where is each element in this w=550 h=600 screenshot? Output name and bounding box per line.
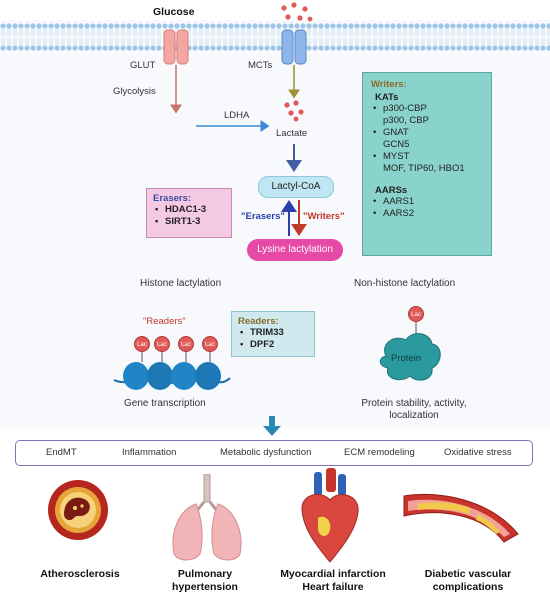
- kat-item: GNAT: [371, 127, 483, 139]
- erasers-title: Erasers:: [153, 193, 192, 204]
- protein-label: Protein: [391, 353, 422, 364]
- lac-mark: Lac: [408, 306, 424, 322]
- kat-item: MYST: [371, 151, 483, 163]
- cell-membrane: [0, 22, 550, 52]
- disease-atherosclerosis: Atherosclerosis: [26, 568, 134, 581]
- disease-pulmonary-hypertension: Pulmonary hypertension: [150, 568, 260, 594]
- writers-title: Writers:: [371, 79, 407, 90]
- disease-diabetic-vascular: Diabetic vascular complications: [410, 568, 526, 594]
- mi-label-line1: Myocardial infarction: [280, 568, 386, 580]
- writers-arrow-label: "Writers": [303, 211, 345, 222]
- reader-item: DPF2: [238, 339, 308, 351]
- lysine-lactylation-node: Lysine lactylation: [247, 239, 343, 261]
- erasers-box: Erasers: HDAC1-3 SIRT1-3: [146, 188, 232, 238]
- glut-label: GLUT: [130, 60, 156, 71]
- glucose-label: Glucose: [153, 6, 195, 18]
- diabetic-label-line1: Diabetic vascular: [424, 568, 512, 580]
- heart-icon: [301, 468, 359, 563]
- eraser-item: HDAC1-3: [153, 204, 225, 216]
- readers-label: "Readers": [143, 316, 186, 327]
- glycolysis-label: Glycolysis: [113, 86, 156, 97]
- blood-vessel-icon: [403, 493, 519, 543]
- pulmonary-label-line2: hypertension: [172, 581, 238, 593]
- glut-transporter-icon: [163, 29, 189, 65]
- extracellular-lactate-icon: [281, 2, 313, 22]
- lac-mark: Lac: [202, 336, 218, 352]
- pulmonary-label-line1: Pulmonary: [177, 568, 233, 580]
- lac-mark: Lac: [134, 336, 150, 352]
- eraser-item: SIRT1-3: [153, 216, 225, 228]
- atherosclerosis-label: Atherosclerosis: [40, 568, 120, 580]
- kats-title: KATs: [375, 92, 399, 103]
- aars-item: AARS1: [371, 196, 483, 208]
- readers-box: Readers: TRIM33 DPF2: [231, 311, 315, 357]
- aars-item: AARS2: [371, 208, 483, 220]
- erasers-arrow-label: "Erasers": [241, 211, 285, 222]
- gene-transcription-label: Gene transcription: [124, 398, 206, 409]
- kat-detail: GCN5: [383, 139, 410, 150]
- kat-detail: p300, CBP: [383, 115, 429, 126]
- outcome-endmt: EndMT: [46, 447, 77, 458]
- mct-transporter-icon: [281, 29, 307, 65]
- kat-detail: MOF, TIP60, HBO1: [383, 163, 465, 174]
- mcts-label: MCTs: [248, 60, 273, 71]
- aarss-title: AARSs: [375, 185, 408, 196]
- lactate-icon: [284, 100, 304, 122]
- histone-lactylation-label: Histone lactylation: [140, 278, 222, 289]
- outcome-oxidative-stress: Oxidative stress: [444, 447, 512, 458]
- ldha-label: LDHA: [224, 110, 250, 121]
- lungs-icon: [172, 474, 242, 561]
- diabetic-label-line2: complications: [432, 581, 504, 593]
- pathway-arrows: [170, 65, 307, 236]
- lactate-label: Lactate: [276, 128, 308, 139]
- outcomes-bar: EndMT Inflammation Metabolic dysfunction…: [15, 440, 533, 466]
- lac-mark: Lac: [154, 336, 170, 352]
- down-arrow-icon: [263, 416, 281, 436]
- disease-myocardial-infarction: Myocardial infarction Heart failure: [270, 568, 396, 594]
- protein-outcome-label: Protein stability, activity, localizatio…: [361, 398, 467, 421]
- outcome-metabolic-dysfunction: Metabolic dysfunction: [220, 447, 312, 458]
- outcome-inflammation: Inflammation: [122, 447, 177, 458]
- lactyl-coa-node: Lactyl-CoA: [258, 176, 334, 198]
- outcome-ecm-remodeling: ECM remodeling: [344, 447, 415, 458]
- nucleosome-icon: [113, 350, 231, 390]
- kat-item: p300-CBP: [371, 103, 483, 115]
- protein-icon: [379, 320, 441, 381]
- artery-plaque-icon: [48, 480, 108, 540]
- reader-item: TRIM33: [238, 327, 308, 339]
- lac-mark: Lac: [178, 336, 194, 352]
- non-histone-lactylation-label: Non-histone lactylation: [354, 278, 456, 289]
- mi-label-line2: Heart failure: [302, 581, 364, 593]
- writers-box: Writers: KATs p300-CBP p300, CBP GNAT GC…: [362, 72, 492, 256]
- readers-title: Readers:: [238, 316, 279, 327]
